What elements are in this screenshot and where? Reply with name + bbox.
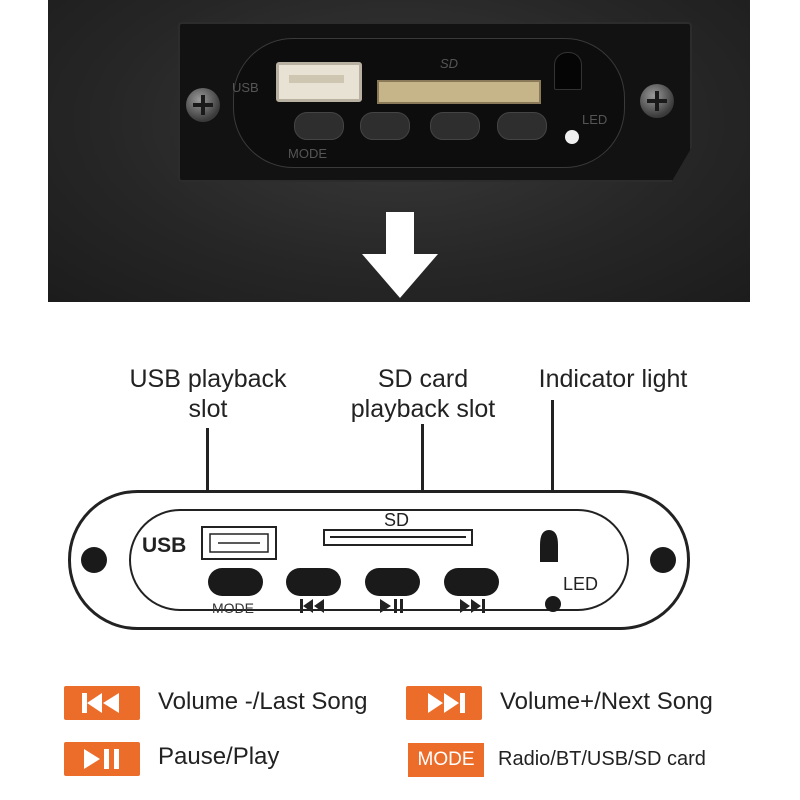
- photo-led-light: [565, 130, 579, 144]
- indicator-leader-line: [551, 400, 554, 518]
- sd-callout-line2: playback slot: [350, 395, 496, 423]
- legend-play-text: Pause/Play: [158, 743, 280, 770]
- photo-led-slot: [554, 52, 582, 90]
- left-screw-icon: [186, 88, 220, 122]
- legend-next-text: Volume+/Next Song: [500, 688, 713, 715]
- photo-prev-button: [360, 112, 410, 140]
- photo-sd-text: SD: [440, 56, 459, 71]
- usb-callout: USB playback slot: [108, 364, 308, 424]
- sd-callout: SD card playback slot: [328, 364, 518, 424]
- legend-mode-badge: MODE: [408, 743, 484, 777]
- photo-led-text: LED: [582, 112, 608, 127]
- prev-icon: [300, 599, 324, 613]
- prev-button[interactable]: [286, 568, 341, 596]
- legend-prev-text: Volume -/Last Song: [158, 688, 368, 715]
- usb-leader-line: [206, 428, 209, 524]
- legend-next-badge: [406, 686, 482, 720]
- legend-next-icon: [428, 693, 465, 713]
- right-screw-icon: [640, 84, 674, 118]
- indicator-callout: Indicator light: [522, 364, 704, 394]
- panel-sd-label: SD: [384, 510, 410, 530]
- panel-usb-label: USB: [142, 534, 187, 557]
- sd-callout-line1: SD card: [377, 365, 469, 393]
- panel-diagram: [68, 490, 690, 630]
- legend-play-pause-icon: [84, 749, 119, 769]
- usb-callout-line2: slot: [188, 395, 228, 423]
- sd-leader-line: [421, 424, 424, 516]
- photo-next-button: [497, 112, 547, 140]
- mode-button-label: MODE: [212, 600, 254, 616]
- next-icon: [460, 599, 485, 613]
- legend-prev-icon: [82, 693, 119, 713]
- next-button[interactable]: [444, 568, 499, 596]
- photo-sd-slot: [377, 80, 541, 104]
- panel-led-label: LED: [563, 574, 599, 594]
- play-pause-icon: [380, 599, 403, 613]
- down-arrow-icon: [362, 212, 438, 298]
- photo-usb-text: USB: [232, 80, 259, 95]
- play-pause-button[interactable]: [365, 568, 420, 596]
- photo-usb-port: [276, 62, 362, 102]
- mode-button[interactable]: [208, 568, 263, 596]
- legend-play-badge: [64, 742, 140, 776]
- photo-play-button: [430, 112, 480, 140]
- legend-prev-badge: [64, 686, 140, 720]
- indicator-callout-text: Indicator light: [538, 365, 688, 393]
- usb-callout-line1: USB playback: [129, 365, 287, 393]
- photo-mode-text: MODE: [288, 146, 327, 161]
- photo-mode-button: [294, 112, 344, 140]
- legend-mode-text: Radio/BT/USB/SD card: [498, 748, 706, 770]
